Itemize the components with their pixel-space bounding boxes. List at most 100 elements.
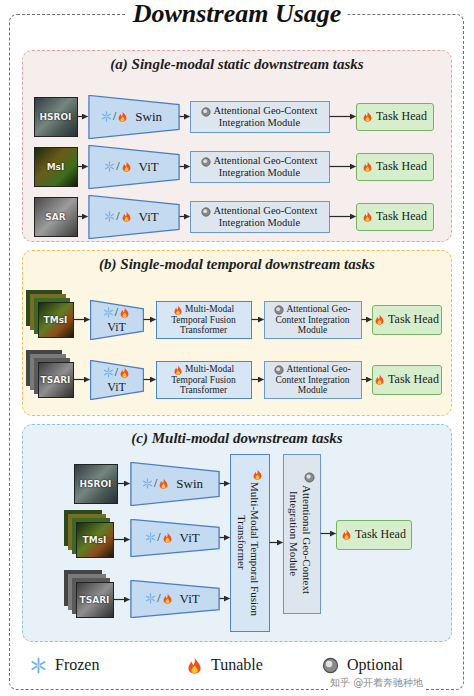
trapezoid-shape — [88, 195, 178, 238]
image-label: HSROI — [35, 112, 77, 122]
optional-icon — [201, 207, 211, 217]
module-name: Attentional Geo-Context Integration Modu… — [275, 364, 350, 395]
tunable-icon — [252, 469, 263, 480]
flame-outer — [174, 365, 181, 375]
snowflake-arm — [106, 164, 114, 169]
optional-ring — [275, 305, 283, 313]
flame-inner — [176, 310, 180, 315]
optional-highlight — [204, 159, 208, 163]
flow-arrow — [78, 166, 88, 167]
flow-arrow — [321, 533, 336, 534]
optional-icon — [322, 657, 339, 674]
frozen-icon — [101, 111, 112, 122]
geo-context-module: Attentional Geo-Context Integration Modu… — [264, 361, 362, 399]
flame-inner — [366, 167, 370, 172]
tunable-icon — [362, 111, 373, 122]
snowflake-core — [37, 663, 41, 667]
backbone-name: ViT — [139, 159, 159, 175]
slash: / — [154, 476, 157, 491]
image-thumbnail: MsI — [34, 147, 78, 187]
flow-arrow — [270, 542, 283, 543]
flow-arrow — [330, 216, 356, 217]
flow-arrow — [78, 116, 88, 117]
optional-highlight — [277, 367, 281, 371]
flame-outer — [253, 469, 261, 480]
flame-inner — [121, 117, 125, 122]
optional-ring — [202, 107, 210, 115]
image-label: HSROI — [75, 479, 117, 489]
task-head: Task Head — [356, 203, 434, 231]
trapezoid-outline — [88, 195, 180, 239]
flame-inner — [165, 538, 169, 543]
flame-inner — [162, 484, 166, 489]
optional-highlight — [306, 475, 310, 479]
snowflake-core — [109, 165, 111, 167]
optional-icon — [201, 107, 211, 117]
flame-inner — [366, 217, 370, 222]
optional-highlight — [277, 307, 281, 311]
legend-text: Tunable — [211, 656, 263, 674]
image-thumbnail: SAR — [34, 197, 78, 237]
image-label: TSARI — [39, 375, 73, 385]
snowflake-arm — [104, 370, 112, 375]
image-thumbnail: HSROI — [34, 97, 78, 137]
optional-icon — [201, 157, 211, 167]
vertical-content: Attentional Geo-Context Integration Modu… — [288, 455, 314, 613]
image-thumbnail: HSROI — [74, 464, 118, 504]
optional-ring — [202, 157, 210, 165]
flow-arrow — [330, 166, 356, 167]
snowflake-arm — [147, 535, 155, 540]
encoder-block: /Swin — [88, 95, 180, 139]
flow-arrow — [118, 483, 130, 484]
trapezoid-outline — [130, 580, 220, 618]
encoder-content: /ViT — [88, 195, 180, 239]
flame-outer — [174, 305, 181, 315]
flame-outer — [188, 657, 200, 673]
task-head-name: Task Head — [376, 109, 427, 124]
section-title: (c) Multi-modal downstream tasks — [23, 430, 451, 447]
flame-outer — [122, 161, 130, 172]
slash: / — [157, 591, 160, 606]
flame-inner — [165, 599, 169, 604]
geo-context-module: Attentional Geo-Context Integration Modu… — [283, 454, 321, 614]
image-label: TSARI — [77, 595, 113, 605]
optional-icon — [304, 472, 315, 483]
task-head-name: Task Head — [388, 312, 439, 327]
snowflake-arm — [109, 212, 110, 221]
flame-inner — [123, 372, 127, 377]
flame-inner — [378, 320, 382, 325]
encoder-content: / ViT — [88, 145, 180, 189]
trapezoid-shape — [88, 145, 178, 188]
snowflake-arm — [102, 114, 110, 119]
flame-outer — [364, 161, 372, 172]
legend-item: Frozen — [30, 656, 99, 674]
module-content: Multi-Modal Temporal Fusion Transformer — [160, 304, 248, 335]
snowflake-arm — [106, 214, 114, 219]
snowflake-arm — [32, 661, 44, 668]
legend-item: Optional — [322, 656, 403, 674]
flow-arrow — [114, 599, 130, 600]
flow-arrow — [78, 216, 88, 217]
tunable-icon — [362, 161, 373, 172]
freeze-tune-row: / — [101, 109, 128, 124]
slash: / — [115, 305, 118, 320]
fusion-transformer: Multi-Modal Temporal Fusion Transformer — [230, 454, 270, 632]
trapezoid-shape — [90, 300, 143, 339]
trapezoid-outline — [88, 145, 180, 189]
snowflake-core — [150, 536, 152, 538]
encoder-block: /ViT — [90, 360, 144, 400]
task-head: Task Head — [356, 153, 434, 181]
image-label: TMsI — [77, 535, 113, 545]
module-name: Attentional Geo-Context Integration Modu… — [213, 205, 317, 228]
encoder-content: /ViT — [130, 580, 220, 618]
snowflake-arm — [143, 481, 151, 486]
slash: / — [116, 159, 119, 174]
legend-text: Frozen — [55, 656, 99, 674]
encoder-block: /Swin — [130, 462, 220, 506]
module-content: Multi-Modal Temporal Fusion Transformer — [160, 364, 248, 395]
slash: / — [113, 109, 116, 124]
slash: / — [115, 365, 118, 380]
snowflake-core — [105, 115, 107, 117]
freeze-tune-row: / — [145, 530, 172, 545]
task-head-name: Task Head — [355, 527, 406, 542]
